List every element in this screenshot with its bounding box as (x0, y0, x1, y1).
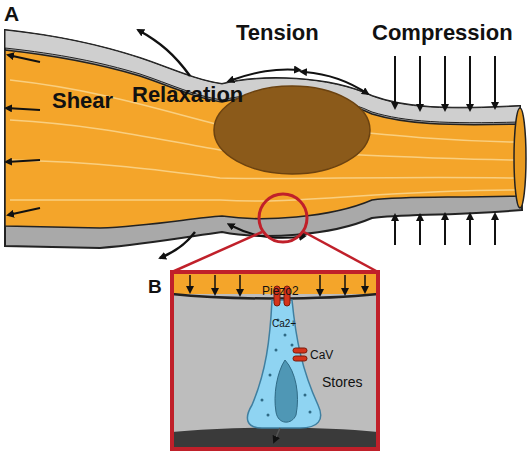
panel-label: Tension (236, 20, 319, 46)
panel-label: B (148, 276, 162, 298)
part-label: Ca2+ (272, 318, 296, 329)
panel-label: Shear (52, 88, 113, 114)
stores (275, 360, 298, 422)
nerve-sheath (5, 30, 522, 248)
part-label: Piezo2 (262, 284, 299, 298)
basal-layer (172, 428, 378, 449)
part-label: Stores (322, 374, 362, 390)
relaxation-arrows (138, 30, 195, 258)
zoom-line (304, 232, 378, 272)
zoom-line (172, 232, 262, 272)
panel-label: Compression (372, 20, 513, 46)
part-label: CaV (310, 348, 333, 362)
calcium-dots (261, 319, 312, 417)
fibres (10, 80, 515, 201)
panel-label: Relaxation (132, 82, 243, 108)
inset-bg (172, 272, 378, 448)
inset-panel: BPiezo2Ca2+CaVStores (170, 270, 380, 451)
axon-arrow (274, 428, 280, 442)
zoom-circle (259, 194, 307, 242)
compression-arrows (395, 56, 495, 245)
receptor-cell (247, 300, 320, 428)
shear-arrows (6, 55, 40, 215)
tension-arrows (232, 69, 368, 237)
nerve-core (5, 50, 518, 228)
cut-face (514, 108, 526, 208)
panel-label: A (4, 2, 19, 26)
cav-channel (293, 348, 307, 361)
